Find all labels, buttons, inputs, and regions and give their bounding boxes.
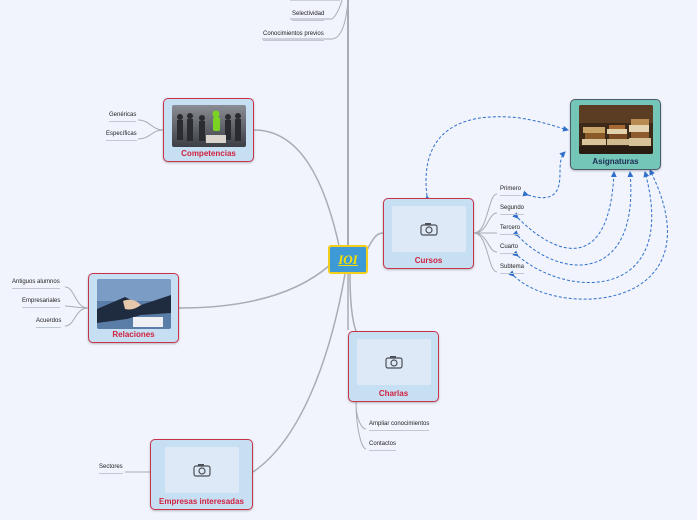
node-charlas[interactable]: Charlas xyxy=(348,331,439,402)
leaf-primero[interactable]: Primero xyxy=(500,186,522,196)
camera-icon xyxy=(385,356,403,369)
connector-relaciones-items xyxy=(64,286,89,327)
relation-cuarto-asignaturas xyxy=(512,171,653,283)
image-placeholder xyxy=(165,447,239,493)
people-crowd-photo xyxy=(172,105,246,147)
leaf-acuerdos[interactable]: Acuerdos xyxy=(36,318,62,328)
connector-competencias-items xyxy=(137,119,164,140)
relation-cursos-asignaturas xyxy=(424,116,569,202)
leaf-conocimientos-previos[interactable]: Conocimientos previos xyxy=(263,31,324,41)
leaf-ampliar-conocimientos[interactable]: Ampliar conocimientos xyxy=(369,421,430,431)
leaf-antiguos-alumnos[interactable]: Antiguos alumnos xyxy=(12,279,60,289)
node-cursos-label: Cursos xyxy=(414,256,443,265)
connector-cursos-items xyxy=(473,193,498,273)
leaf-empresariales[interactable]: Empresariales xyxy=(22,298,61,308)
connector-top-2 xyxy=(262,0,349,40)
node-cursos[interactable]: Cursos xyxy=(383,198,474,269)
node-charlas-label: Charlas xyxy=(378,389,409,398)
relation-subtema-asignaturas xyxy=(508,169,668,300)
connector-competencias xyxy=(253,129,341,251)
leaf-cuarto[interactable]: Cuarto xyxy=(500,244,519,254)
node-relaciones-label: Relaciones xyxy=(112,330,155,339)
node-relaciones[interactable]: Relaciones xyxy=(88,273,179,343)
connector-charlas xyxy=(349,273,357,332)
image-placeholder xyxy=(392,206,466,252)
center-topic-label: IOI xyxy=(338,251,358,267)
relationship-lines xyxy=(424,116,668,300)
leaf-contactos[interactable]: Contactos xyxy=(369,441,397,451)
node-empresas-label: Empresas interesadas xyxy=(159,497,244,506)
node-competencias-label: Competencias xyxy=(181,149,236,158)
camera-icon xyxy=(193,464,211,477)
camera-icon xyxy=(420,223,438,236)
leaf-selectividad[interactable]: Selectividad xyxy=(292,11,325,21)
connector-relaciones xyxy=(178,264,331,309)
node-asignaturas[interactable]: Asignaturas xyxy=(570,99,661,170)
relation-tercero-asignaturas xyxy=(512,171,634,266)
connector-cursos xyxy=(365,232,384,253)
node-competencias[interactable]: Competencias xyxy=(163,98,254,162)
connector-empresas xyxy=(252,273,346,473)
leaf-sectores[interactable]: Sectores xyxy=(99,464,123,474)
leaf-especificas[interactable]: Específicas xyxy=(106,131,137,141)
connector-charlas-items xyxy=(355,401,367,450)
leaf-tercero[interactable]: Tercero xyxy=(500,225,521,235)
center-topic[interactable]: IOI xyxy=(328,245,368,274)
leaf-subtema[interactable]: Subtema xyxy=(500,264,525,274)
connector-top-1 xyxy=(290,0,343,20)
node-empresas-interesadas[interactable]: Empresas interesadas xyxy=(150,439,253,510)
leaf-genericas[interactable]: Genéricas xyxy=(109,112,137,122)
node-asignaturas-label: Asignaturas xyxy=(592,157,639,166)
relation-segundo-asignaturas xyxy=(512,171,617,249)
image-placeholder xyxy=(357,339,431,385)
relation-primero-asignaturas xyxy=(522,151,566,199)
books-photo xyxy=(579,105,653,154)
handshake-photo xyxy=(97,279,171,329)
leaf-segundo[interactable]: Segundo xyxy=(500,205,525,215)
